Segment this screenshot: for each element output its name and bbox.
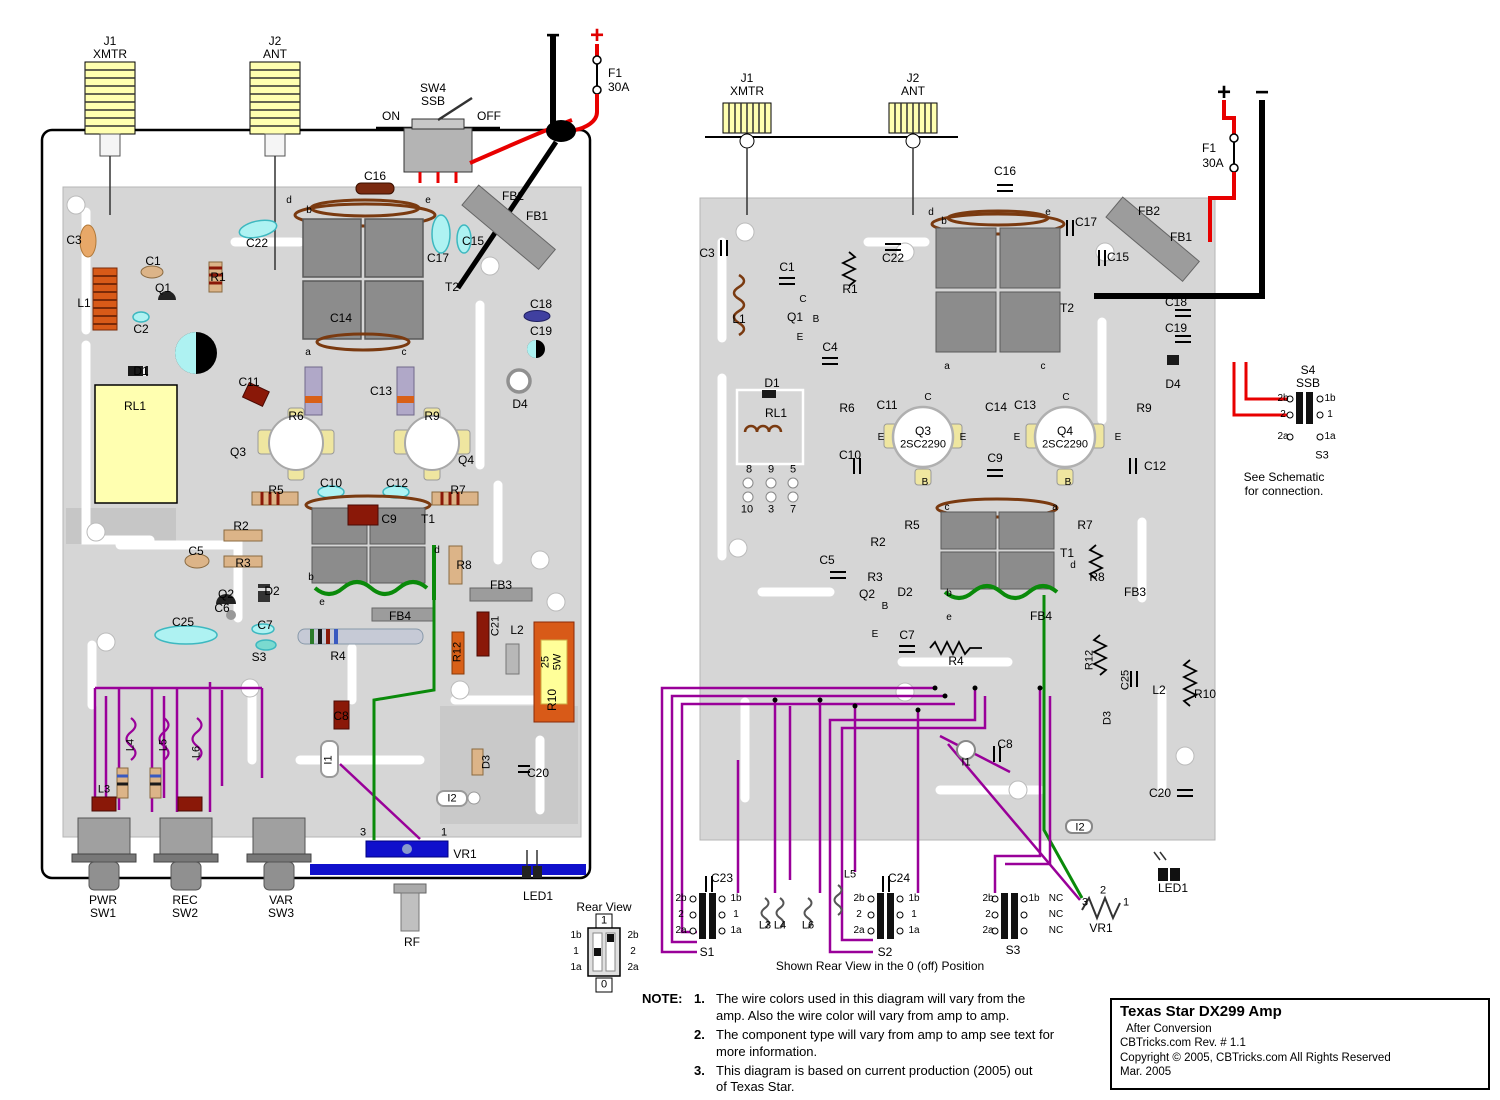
switch-s3-symbol: [991, 893, 1028, 939]
jacks-sw1-sw2-sw3-left: [71, 817, 312, 891]
capacitor-c16-left: [355, 182, 395, 195]
ferrites-fb3-fb4-left: [371, 587, 533, 622]
left-pcb-pads: [66, 195, 566, 700]
lamp-i2-right: [1065, 819, 1093, 834]
left-small-semis: [79, 224, 270, 620]
title-line-revision: CBTricks.com Rev. # 1.1: [1120, 1037, 1246, 1050]
right-junction-dots: [772, 685, 1043, 713]
blue-bus-bar-left: [310, 864, 586, 875]
right-schematic-parts: [732, 251, 1199, 707]
ferrite-fb1-left: [461, 184, 557, 271]
resistor-r4-left: [297, 628, 424, 645]
diode-d4-left: [506, 368, 532, 394]
note-text: This diagram is based on current product…: [716, 1062, 1033, 1095]
note-text: The component type will vary from amp to…: [716, 1026, 1055, 1059]
transistor-q3-right: [883, 405, 963, 486]
right-green-wire: [1042, 595, 1084, 899]
transformer-t2-right: [930, 209, 1066, 353]
left-resistors: [184, 261, 484, 776]
led1-right: [1153, 851, 1180, 881]
fuse-f1-left: [592, 55, 602, 65]
transistor-q3-left: [257, 407, 335, 481]
transistor-q4-left: [393, 407, 471, 481]
relay-rl1-right: [735, 388, 805, 503]
note-item: 3. This diagram is based on current prod…: [642, 1063, 1112, 1097]
power-wires-right: [1094, 100, 1265, 299]
note-number: 3.: [694, 1062, 705, 1078]
inductor-l1-left: [92, 267, 118, 331]
connector-j2-right: [888, 102, 938, 215]
transformer-t2-left: [293, 198, 437, 352]
potentiometer-vr1-left: [365, 840, 449, 858]
relay-rl1-left: [94, 384, 178, 504]
notes-heading: NOTE:: [642, 991, 683, 1006]
diode-d4-right: [1167, 355, 1179, 365]
connector-j1-left: [84, 61, 136, 215]
switch-sw4: [376, 96, 500, 183]
left-bottom-small-parts: [91, 767, 203, 812]
capacitor-c4-left: [175, 332, 217, 374]
note-text: The wire colors used in this diagram wil…: [716, 991, 1026, 1023]
potentiometer-vr1-right: [1081, 895, 1121, 921]
transformer-t1-left: [304, 494, 436, 600]
switch-s1-symbol: [689, 893, 726, 939]
title-line-conversion: After Conversion: [1126, 1023, 1212, 1035]
notes-section: NOTE: 1. The wire colors used in this di…: [642, 991, 1112, 1098]
title-line-date: Mar. 2005: [1120, 1066, 1172, 1079]
right-coils: [760, 884, 843, 929]
note-item: 2. The component type will vary from amp…: [642, 1027, 1112, 1061]
note-number: 2.: [694, 1026, 705, 1042]
rear-view-detail: [587, 913, 621, 993]
note-item: NOTE: 1. The wire colors used in this di…: [642, 991, 1112, 1025]
switch-s2-symbol: [867, 893, 904, 939]
left-misc-components: [320, 611, 530, 807]
transistor-q4-right: [1025, 405, 1105, 486]
led1-left: [522, 850, 542, 878]
right-purple-harness: [660, 686, 1081, 954]
connector-j2-left: [249, 61, 301, 270]
capacitor-c18-left: [523, 310, 551, 322]
ferrite-fb1-right: [1105, 196, 1201, 283]
lamp-i1-right: [956, 740, 976, 760]
capacitor-c9-left: [347, 504, 379, 526]
transformer-t1-right: [935, 497, 1059, 600]
note-number: 1.: [694, 991, 705, 1006]
fuse-f1-right: [1229, 133, 1239, 143]
resistor-r10-left: [533, 621, 575, 723]
diagram-title: Texas Star DX299 Amp: [1120, 1003, 1282, 1020]
title-line-copyright: Copyright © 2005, CBTricks.com All Right…: [1120, 1051, 1391, 1064]
title-block: Texas Star DX299 Amp After Conversion CB…: [1110, 998, 1490, 1090]
left-green-wire: [372, 600, 436, 840]
left-cyan-capacitors: [132, 214, 472, 651]
capacitors-c11-c13-left: [241, 366, 415, 416]
capacitor-c19-left: [527, 340, 545, 358]
switch-s4-detail: [1232, 362, 1324, 441]
rf-shaft-left: [393, 883, 427, 932]
